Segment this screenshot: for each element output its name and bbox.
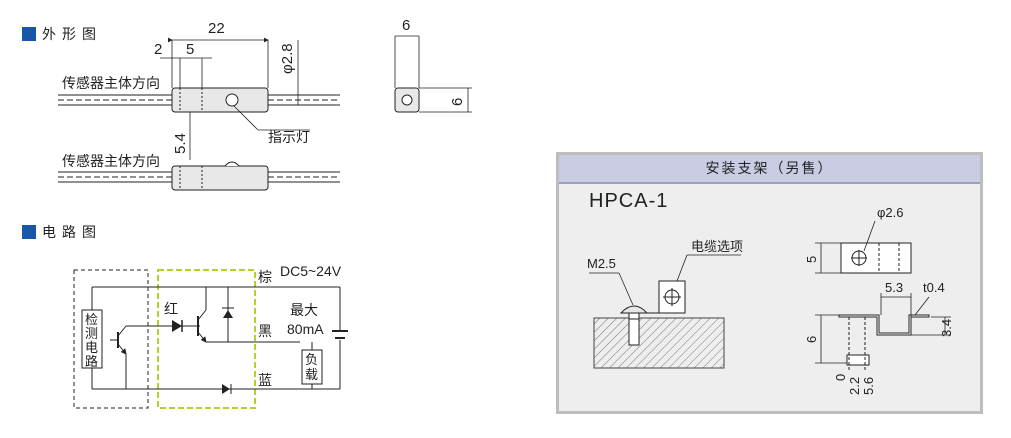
outline-side-view: 传感器主体方向 [58,153,340,191]
dim-bracket-56: 5.6 [861,377,876,395]
circuit-section-title: 电路图 [22,222,102,242]
mounting-base [593,317,725,369]
bracket-panel: 安装支架（另售） HPCA-1 M2.5 电缆选项 φ2.6 5 [556,152,983,414]
dim-2: 2 [154,41,162,58]
detect-char-4: 路 [85,354,98,369]
dim-width-top: 6 [402,17,410,34]
max-current-label: 80mA [287,321,324,337]
dim-height: 5.4 [172,133,189,154]
section-marker-icon [22,27,36,41]
detect-char-3: 电 [85,340,98,355]
dim-bracket-5: 5 [804,256,819,263]
dim-bracket-6: 6 [804,336,819,343]
sensor-body-side [171,165,269,191]
section-marker-icon [22,225,36,239]
outline-top-view: 22 2 5 φ2.8 5.4 传感器主体方向 指示灯 [58,20,340,160]
detect-circuit-box [73,269,149,409]
dim-bracket-53: 5.3 [885,280,903,295]
sensing-direction-label-top: 传感器主体方向 [62,75,160,91]
detect-char-1: 检 [85,312,98,327]
bracket-side-view [838,314,930,336]
max-label: 最大 [290,302,318,318]
outline-section-title: 外形图 [22,24,102,44]
circuit-diagram: 检 测 电 路 红 负 载 棕 DC5~24V [73,263,348,409]
dim-bracket-0: 0 [833,374,848,381]
dim-bracket-34: 3.4 [939,319,954,337]
dim-diameter: φ2.8 [279,43,296,74]
dim-length: 22 [208,20,225,37]
supply-label: DC5~24V [280,263,342,279]
outline-title-text: 外形图 [42,26,102,42]
load-char-1: 负 [305,352,318,367]
dim-side: 6 [449,98,466,106]
circuit-title-text: 电路图 [42,224,102,240]
black-label: 黑 [258,323,272,339]
sensor-body-top [171,87,269,113]
cable-option-label: 电缆选项 [691,239,743,254]
brown-label: 棕 [258,269,272,285]
dim-5: 5 [186,41,194,58]
bracket-drawing: M2.5 电缆选项 φ2.6 5 5.3 t0.4 6 [587,205,954,395]
screw-icon [619,305,649,314]
screw-label: M2.5 [587,256,616,271]
outline-end-view: 6 6 [394,17,472,113]
detect-char-2: 测 [85,326,98,341]
indicator-lamp-icon [225,93,239,107]
load-char-2: 载 [305,367,318,382]
blue-label: 蓝 [258,372,272,388]
red-label: 红 [164,301,178,317]
sensing-direction-label-side: 传感器主体方向 [62,153,160,169]
sensor-circuit-box [157,269,256,409]
dim-bracket-t04: t0.4 [923,280,945,295]
dim-bracket-22: 2.2 [847,377,862,395]
bracket-model: HPCA-1 [589,190,669,212]
hole-diameter-label: φ2.6 [877,205,904,220]
detect-circuit-block [81,309,103,369]
indicator-label: 指示灯 [268,129,310,145]
bracket-panel-header: 安装支架（另售） [559,155,980,184]
